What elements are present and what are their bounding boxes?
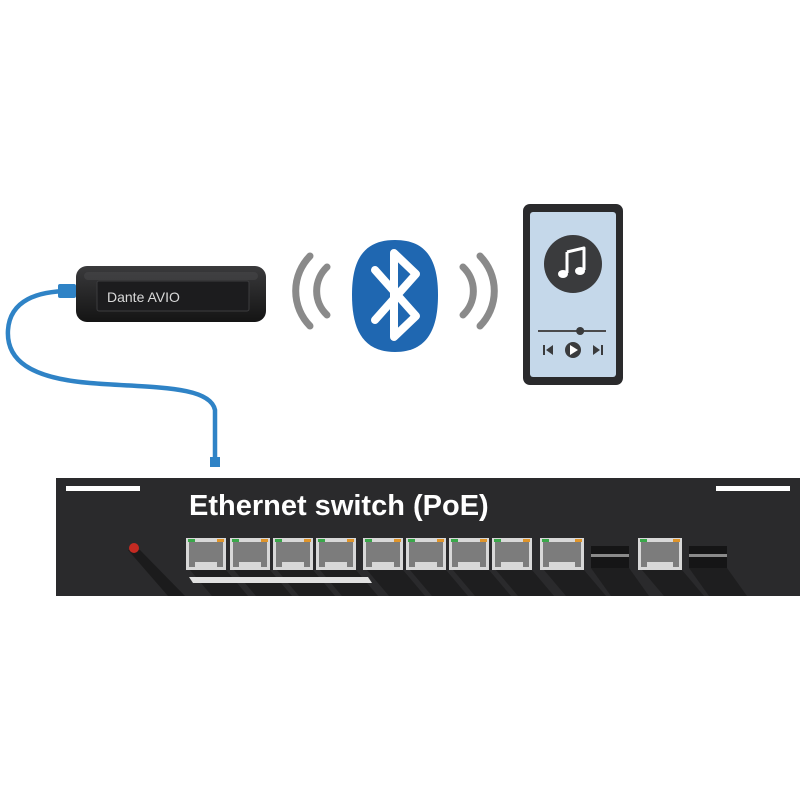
smartphone: [523, 204, 623, 385]
bluetooth-icon: [352, 240, 438, 352]
dongle-label: Dante AVIO: [107, 289, 180, 305]
power-led: [129, 543, 139, 553]
port-group-bar: [189, 577, 372, 583]
rj45-port: [638, 538, 704, 596]
play-icon[interactable]: [565, 342, 581, 358]
cable-connector: [58, 284, 76, 298]
ethernet-switch: Ethernet switch (PoE): [56, 478, 800, 596]
sfp-port: [591, 546, 649, 596]
progress-knob[interactable]: [576, 327, 585, 335]
previous-track-icon[interactable]: [543, 345, 553, 355]
sfp-port: [689, 546, 747, 596]
switch-mount-mark: [716, 486, 790, 491]
ethernet-ports: [186, 538, 747, 596]
wireless-waves-icon: [292, 252, 331, 330]
switch-label: Ethernet switch (PoE): [189, 490, 489, 522]
wireless-waves-icon: [459, 252, 498, 330]
dante-avio-dongle: Dante AVIO: [76, 266, 266, 322]
ethernet-cable: [5, 284, 220, 467]
switch-mount-mark: [66, 486, 140, 491]
rj45-port: [540, 538, 606, 596]
rj45-port: [406, 538, 468, 596]
next-track-icon[interactable]: [593, 345, 603, 355]
music-note-icon: [544, 235, 602, 293]
media-progress-bar[interactable]: [538, 327, 606, 335]
rj45-port: [363, 538, 425, 596]
rj45-port: [449, 538, 511, 596]
rj45-port: [492, 538, 554, 596]
